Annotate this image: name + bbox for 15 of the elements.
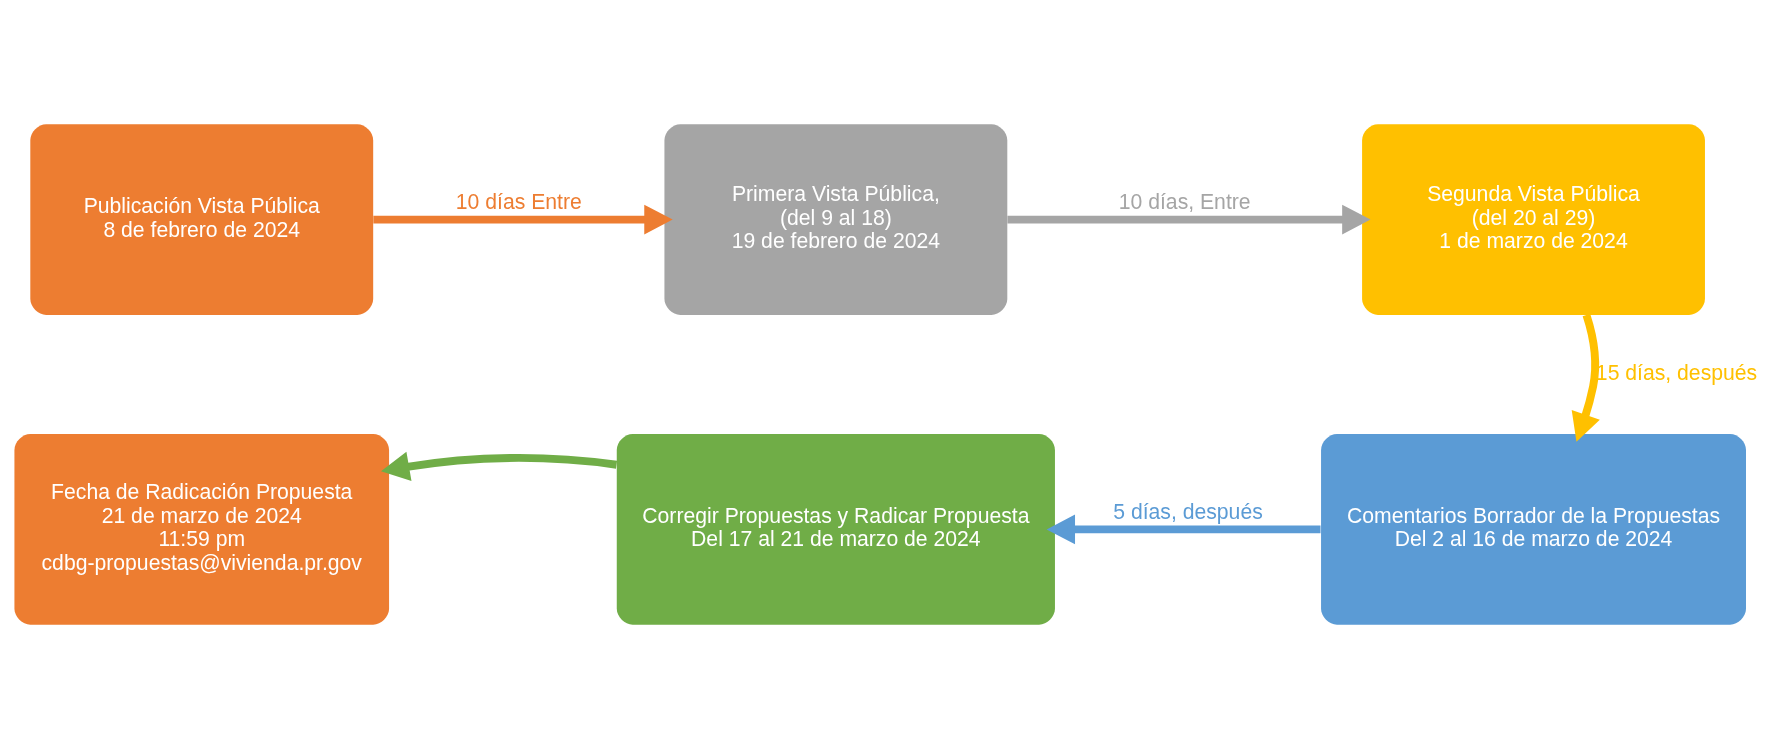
node-box: Primera Vista Pública, (del 9 al 18) 19 de febrero de 2024	[664, 123, 1008, 315]
node-box: Segunda Vista Pública (del 20 al 29) 1 de marzo de 2024	[1362, 123, 1705, 315]
edge-label: 10 días, Entre	[1118, 189, 1251, 213]
node-box: Corregir Propuestas y Radicar Propuesta Del 17 al 21 de marzo de 2024	[616, 433, 1055, 625]
arrow	[373, 204, 673, 234]
arrow	[1007, 204, 1371, 234]
node-box: Fecha de Radicación Propuesta 21 de marzo de 2024 11:59 pm cdbg-propuestas@vivienda.pr.gov	[14, 433, 390, 625]
arrow	[1571, 313, 1600, 442]
edge-label: 5 días, después	[1113, 499, 1263, 523]
edge-label: 15 días, después	[1595, 360, 1758, 384]
node-box: Comentarios Borrador de la Propuestas Del 2 al 16 de marzo de 2024	[1321, 433, 1746, 625]
arrow	[1046, 514, 1321, 544]
node-box: Publicación Vista Pública 8 de febrero de 2024	[30, 123, 374, 315]
edge-label: 10 días Entre	[455, 189, 582, 213]
arrow	[380, 451, 618, 481]
